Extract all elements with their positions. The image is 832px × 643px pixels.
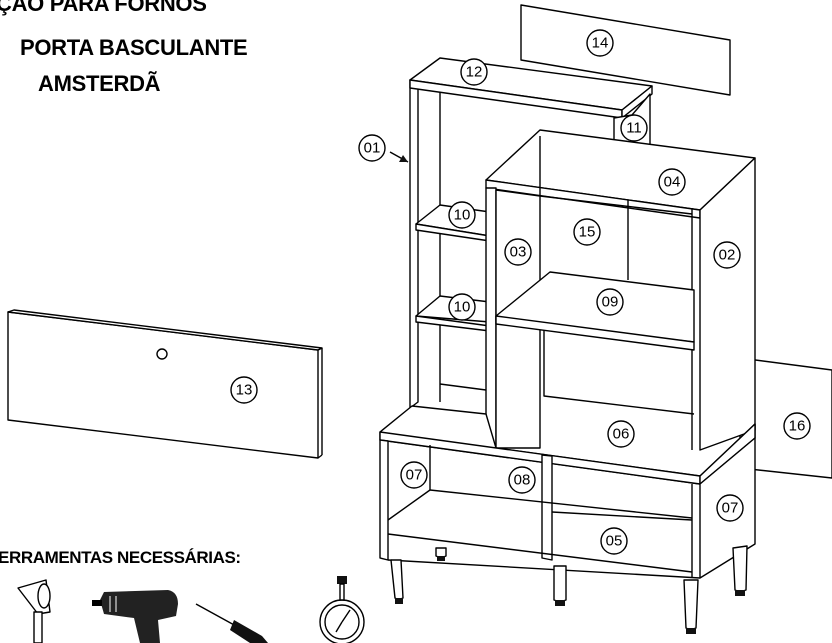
part-label-13: 13	[230, 376, 258, 404]
stopwatch-icon	[319, 576, 365, 643]
part-label-03: 03	[504, 238, 532, 266]
part-label-01: 01	[358, 134, 386, 162]
part-label-15: 15	[573, 218, 601, 246]
svg-text:15: 15	[579, 224, 596, 241]
leg-front-right	[683, 579, 699, 634]
svg-text:11: 11	[626, 120, 642, 137]
svg-text:14: 14	[592, 35, 609, 52]
svg-text:08: 08	[514, 472, 531, 489]
svg-text:16: 16	[789, 418, 806, 435]
part-label-11: 11	[620, 114, 648, 142]
svg-text:10: 10	[454, 207, 471, 224]
svg-text:05: 05	[606, 533, 623, 550]
part-label-12: 12	[460, 58, 488, 86]
panel-13	[7, 309, 323, 459]
svg-text:13: 13	[236, 382, 253, 399]
tools-heading: ERRAMENTAS NECESSÁRIAS:	[0, 548, 241, 567]
part-label-09: 09	[596, 288, 624, 316]
part-label-02: 02	[713, 241, 741, 269]
title-line-2: PORTA BASCULANTE	[20, 35, 248, 60]
svg-text:07: 07	[722, 500, 739, 517]
arrowhead-01	[399, 155, 408, 162]
leg-front-left	[390, 559, 404, 604]
part-label-07-right: 07	[716, 494, 744, 522]
title-line-1: ÇÃO PARA FORNOS	[0, 0, 207, 16]
part-label-10-lower: 10	[448, 293, 476, 321]
svg-text:07: 07	[406, 467, 423, 484]
svg-text:12: 12	[466, 64, 483, 81]
part-label-07-left: 07	[400, 461, 428, 489]
title-line-3: AMSTERDÃ	[38, 71, 161, 96]
panel-14	[520, 4, 731, 96]
screwdriver-icon	[195, 603, 268, 643]
svg-text:01: 01	[364, 140, 381, 157]
leg-front-middle	[553, 565, 567, 606]
side-panel-01	[409, 73, 441, 409]
part-label-04: 04	[658, 168, 686, 196]
part-label-14: 14	[586, 29, 614, 57]
part-label-05: 05	[600, 527, 628, 555]
svg-text:02: 02	[719, 247, 736, 264]
svg-text:04: 04	[664, 174, 681, 191]
svg-text:10: 10	[454, 299, 471, 316]
leg-back-left	[435, 547, 447, 561]
upper-module	[439, 129, 756, 451]
part-label-08: 08	[508, 466, 536, 494]
hammer-icon	[17, 579, 51, 643]
svg-text:06: 06	[613, 426, 630, 443]
part-label-10-upper: 10	[448, 201, 476, 229]
part-label-16: 16	[783, 412, 811, 440]
svg-text:03: 03	[510, 244, 527, 261]
svg-text:09: 09	[602, 294, 619, 311]
drill-icon	[92, 590, 178, 643]
part-label-06: 06	[607, 420, 635, 448]
leg-back-right	[732, 545, 748, 596]
